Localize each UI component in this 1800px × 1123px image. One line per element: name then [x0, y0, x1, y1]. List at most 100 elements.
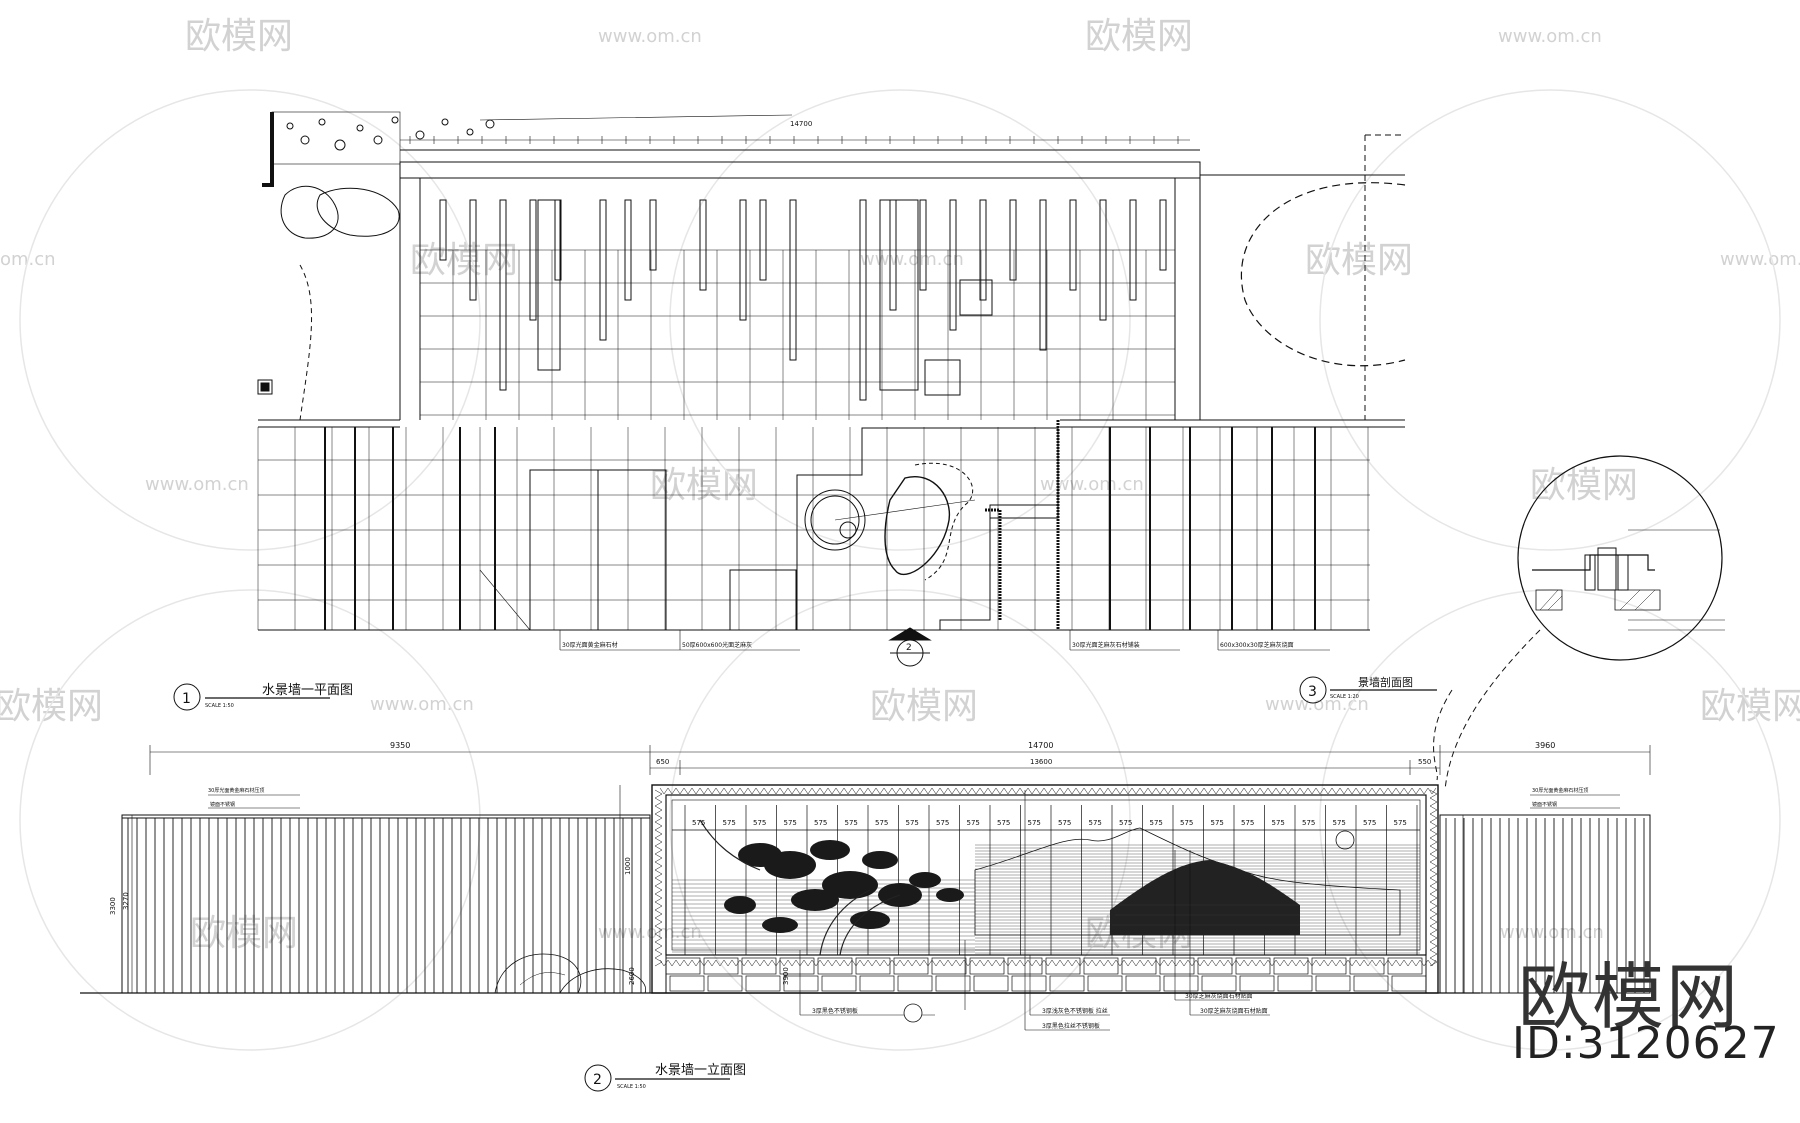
drawing-block [1235, 957, 1271, 975]
drawing-line [1383, 959, 1389, 967]
drawing-line [1395, 959, 1401, 967]
drawing-line [1223, 959, 1229, 967]
drawing-line [654, 881, 663, 887]
elev-note: 30厚芝麻灰烧面石材贴面 [1200, 1007, 1268, 1015]
drawing-line [1067, 959, 1073, 967]
drawing-line [939, 959, 945, 967]
drawing-line [1429, 929, 1438, 935]
drawing-line [1323, 959, 1329, 967]
drawing-line [1335, 959, 1341, 967]
panel-dim-label: 575 [1028, 819, 1041, 827]
drawing-line [743, 959, 749, 967]
drawing-line [1379, 959, 1385, 967]
drawing-line [1335, 787, 1341, 795]
brand-logo-text: 欧模网 [1518, 955, 1741, 1039]
drawing-line [727, 787, 733, 795]
drawing-line [851, 787, 857, 795]
drawing-line [707, 959, 713, 967]
panel-dim-label: 575 [784, 819, 797, 827]
plan-wall-band [399, 161, 1201, 179]
elev-note: 镜面不锈钢 [210, 801, 235, 808]
elev-note: 3厚黑色不锈钢板 [812, 1007, 858, 1015]
drawing-line [1075, 959, 1081, 967]
drawing-line [1055, 787, 1061, 795]
drawing-block [669, 975, 705, 992]
drawing-line [1315, 787, 1321, 795]
drawing-block [1315, 975, 1351, 992]
drawing-line [1407, 959, 1413, 967]
panel-dim-label: 575 [1058, 819, 1071, 827]
drawing-line [654, 845, 663, 851]
drawing-line [935, 787, 941, 795]
plan-number: 1 [182, 691, 191, 707]
drawing-line [703, 787, 709, 795]
drawing-line [1247, 959, 1253, 967]
drawing-line [955, 787, 961, 795]
drawing-line [791, 787, 797, 795]
drawing-block [745, 975, 781, 992]
drawing-line [1071, 787, 1077, 795]
detail-title: 景墙剖面图 [1358, 675, 1413, 689]
drawing-line [727, 959, 733, 967]
drawing-line [971, 959, 977, 967]
drawing-line [1063, 959, 1069, 967]
drawing-line [1429, 893, 1438, 899]
drawing-line [755, 959, 761, 967]
drawing-line [843, 787, 849, 795]
drawing-line [1429, 881, 1438, 887]
drawing-line [1015, 959, 1021, 967]
panel-dim-label: 575 [1089, 819, 1102, 827]
drawing-line [991, 787, 997, 795]
drawing-line [1343, 787, 1349, 795]
drawing-line [807, 959, 813, 967]
drawing-line [983, 959, 989, 967]
drawing-line [1363, 787, 1369, 795]
drawing-line [1429, 873, 1438, 879]
drawing-line [1429, 925, 1438, 931]
plan-leaders [479, 569, 1330, 651]
drawing-line [735, 787, 741, 795]
drawing-line [895, 959, 901, 967]
drawing-line [987, 787, 993, 795]
elevation-rocks [494, 953, 582, 994]
elev-note: 30厚光面黄金麻石材压顶 [208, 787, 264, 794]
drawing-block [783, 975, 819, 992]
panel-dim-label: 575 [967, 819, 980, 827]
drawing-line [1429, 869, 1438, 875]
drawing-line [1215, 959, 1221, 967]
watermark-url: www.om.cn [1500, 922, 1604, 943]
drawing-line [1387, 959, 1393, 967]
drawing-line [1403, 787, 1409, 795]
drawing-line [1429, 797, 1438, 803]
elev-dim: 13600 [1030, 758, 1052, 766]
drawing-block [924, 359, 961, 396]
drawing-line [1151, 787, 1157, 795]
drawing-line [1429, 917, 1438, 923]
drawing-line [767, 959, 773, 967]
drawing-line [654, 821, 663, 827]
drawing-line [1243, 959, 1249, 967]
panel-dim-label: 575 [1363, 819, 1376, 827]
drawing-line [1339, 787, 1345, 795]
drawing-line [703, 959, 709, 967]
drawing-line [819, 959, 825, 967]
drawing-line [927, 959, 933, 967]
drawing-line [707, 787, 713, 795]
drawing-line [855, 787, 861, 795]
drawing-line [654, 877, 663, 883]
drawing-line [1175, 959, 1181, 967]
elevation-scale: SCALE 1:50 [617, 1084, 646, 1090]
drawing-line [1415, 959, 1421, 967]
drawing-line [1227, 787, 1233, 795]
drawing-line [654, 913, 663, 919]
panel-dim-label: 575 [692, 819, 705, 827]
drawing-line [1239, 787, 1245, 795]
drawing-line [811, 787, 817, 795]
left-slats [127, 818, 642, 993]
elev-height: 1000 [624, 857, 632, 875]
watermark-url: www.om.cn [1720, 249, 1800, 270]
drawing-line [1429, 957, 1438, 963]
drawing-line [1279, 959, 1285, 967]
drawing-line [835, 787, 841, 795]
drawing-line [1429, 889, 1438, 895]
